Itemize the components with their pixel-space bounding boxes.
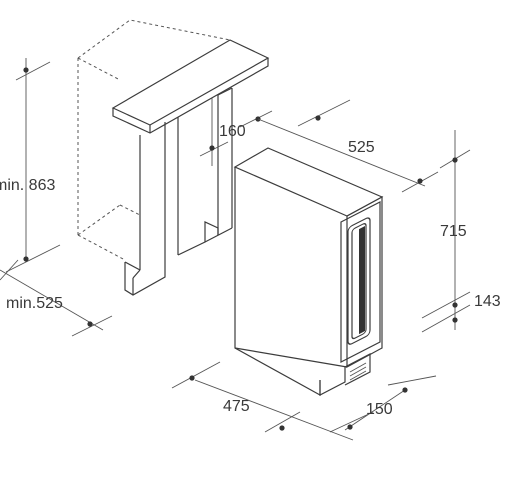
gap-top-label: 160 [219, 123, 246, 140]
width-depth-label: 475 [223, 398, 250, 415]
wine-cooler [233, 147, 384, 397]
min-height-label: min. 863 [0, 177, 56, 194]
dimension-lines [0, 58, 471, 441]
depth-label: 525 [348, 139, 375, 156]
cabinet-outline [77, 19, 270, 296]
width-label: 150 [366, 401, 393, 418]
plinth-label: 143 [474, 293, 501, 310]
min-depth-label: min.525 [6, 295, 63, 312]
height-label: 715 [440, 223, 467, 240]
